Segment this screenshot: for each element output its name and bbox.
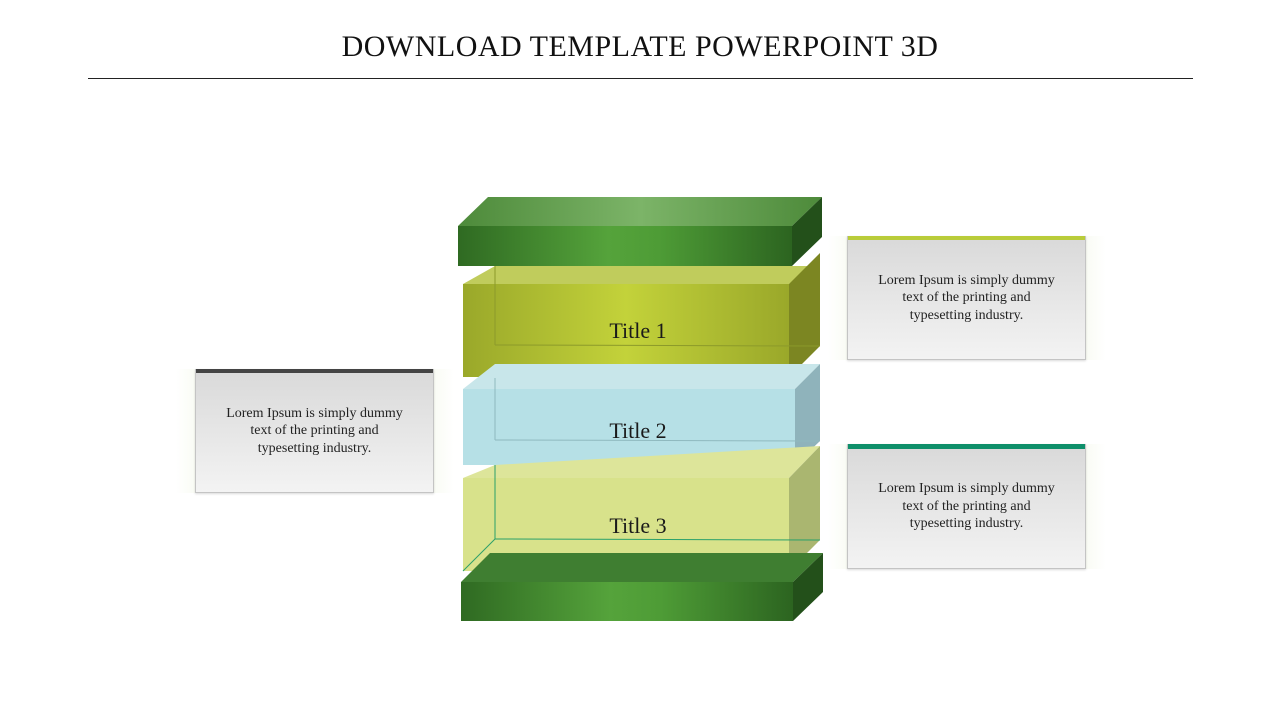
layer-1-label: Title 1	[609, 318, 667, 343]
note-right-bottom-text: Lorem Ipsum is simply dummy text of the …	[878, 481, 1055, 532]
bottom-cap-block	[461, 553, 823, 621]
title-divider	[88, 78, 1193, 79]
note-right-top-accent-bar	[848, 236, 1085, 240]
top-cap-block	[458, 197, 822, 266]
note-right-top-text: Lorem Ipsum is simply dummy text of the …	[878, 272, 1055, 323]
note-right-bottom-card: Lorem Ipsum is simply dummy text of the …	[847, 444, 1086, 569]
layer-2-block	[463, 364, 821, 465]
page-title: DOWNLOAD TEMPLATE POWERPOINT 3D	[341, 30, 939, 63]
layer-3-block	[462, 446, 821, 572]
note-right-bottom-accent-bar	[848, 444, 1085, 449]
layer-3-label: Title 3	[609, 513, 667, 538]
note-right-top-card: Lorem Ipsum is simply dummy text of the …	[847, 236, 1086, 360]
layer-1-block	[463, 253, 821, 377]
note-left-card: Lorem Ipsum is simply dummy text of the …	[195, 369, 434, 493]
note-left-text: Lorem Ipsum is simply dummy text of the …	[226, 405, 403, 456]
note-left-accent-bar	[196, 369, 433, 373]
layer-2-label: Title 2	[609, 418, 667, 443]
